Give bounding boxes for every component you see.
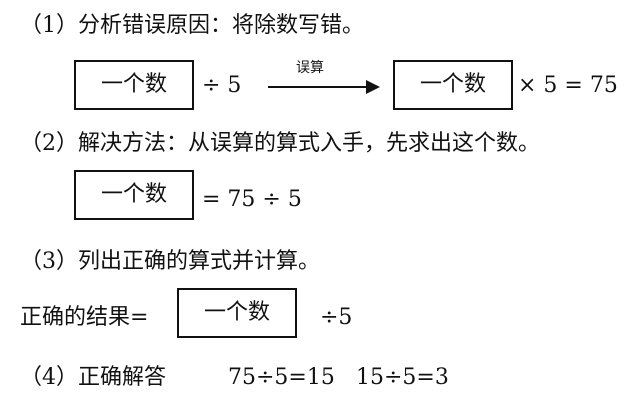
step1-arrow-head	[366, 80, 380, 94]
step1-arrow-line	[268, 86, 366, 88]
step2-text: （2）解决方法：从误算的算式入手，先求出这个数。	[20, 131, 540, 156]
step2-box: 一个数	[74, 170, 194, 220]
step3-box: 一个数	[177, 288, 297, 338]
step3-text: （3）列出正确的算式并计算。	[20, 249, 320, 274]
step3-box-label: 一个数	[203, 300, 270, 325]
step1-box-left: 一个数	[74, 60, 194, 110]
step3-prefix: 正确的结果=	[20, 305, 149, 330]
step4-calc2: 15÷5=3	[356, 365, 449, 390]
step2-box-label: 一个数	[100, 182, 167, 207]
step1-times: × 5 = 75	[518, 73, 618, 98]
step1-arrow-label: 误算	[296, 60, 324, 76]
step3-suffix: ÷5	[320, 305, 353, 330]
step4-text: （4）正确解答	[20, 365, 166, 390]
step1-box-right: 一个数	[393, 60, 513, 110]
step4-calc1: 75÷5=15	[228, 365, 335, 390]
step1-text: （1）分析错误原因：将除数写错。	[20, 13, 364, 38]
step1-box-left-label: 一个数	[100, 72, 167, 97]
step1-box-right-label: 一个数	[419, 72, 486, 97]
step1-divide: ÷ 5	[202, 73, 242, 98]
step2-equation: = 75 ÷ 5	[202, 187, 302, 212]
